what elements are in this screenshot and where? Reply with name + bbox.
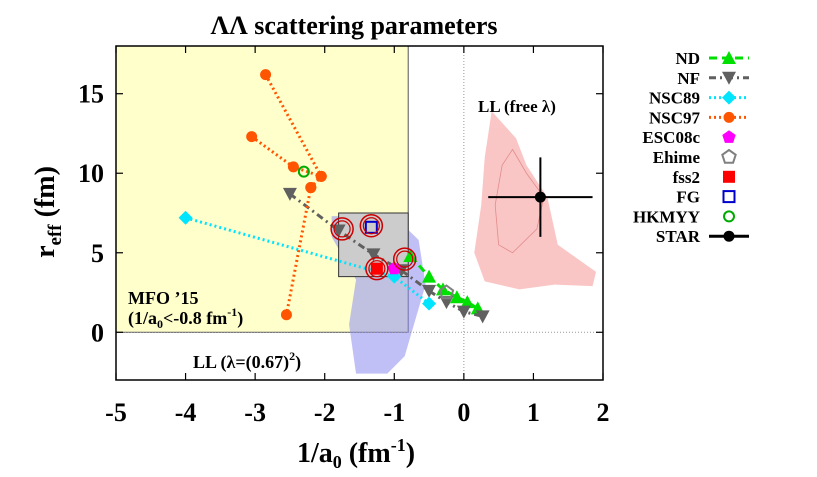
series-fg — [364, 220, 378, 234]
data-point-nf — [282, 187, 297, 201]
x-tick-label: 1 — [527, 398, 540, 427]
data-point-nf — [331, 224, 346, 238]
legend-marker-nf — [722, 71, 736, 85]
data-point-esc08c — [387, 261, 401, 275]
highlight-circle — [359, 213, 384, 238]
legend-item-esc08c: ESC08c — [642, 128, 736, 147]
legend-item-ehime: Ehime — [653, 148, 737, 167]
data-point-nf — [422, 284, 437, 298]
data-point-nsc97 — [246, 131, 258, 143]
y-tick-label: 0 — [91, 318, 104, 347]
data-point-star — [534, 191, 546, 203]
legend-marker-star — [723, 230, 735, 242]
highlight-circle-inner — [368, 260, 386, 278]
legend-item-fss2: fss2 — [673, 168, 735, 187]
highlight-circle — [365, 256, 389, 281]
data-point-nsc89 — [422, 296, 437, 311]
legend-marker-nsc89 — [722, 90, 736, 105]
series-ehime — [438, 284, 455, 300]
x-tick-label: -3 — [244, 398, 266, 427]
legend-label-hkmyy: HKMYY — [633, 207, 700, 226]
x-tick-label: -5 — [105, 398, 127, 427]
ll-free-contour — [494, 148, 545, 254]
x-tick-label: -1 — [383, 398, 405, 427]
data-point-fss2 — [370, 262, 383, 275]
legend-item-nf: NF — [677, 69, 749, 88]
legend-marker-nsc97 — [723, 111, 735, 123]
y-axis-label: reff (fm) — [30, 166, 66, 258]
data-point-nd — [460, 295, 475, 309]
legend-item-star: STAR — [656, 227, 749, 246]
x-tick-label: -2 — [314, 398, 336, 427]
data-point-nsc97 — [315, 170, 327, 182]
x-tick-label: -4 — [175, 398, 197, 427]
legend-item-nd: ND — [675, 49, 749, 68]
data-point-nsc89 — [178, 210, 193, 225]
data-point-nd — [449, 290, 464, 304]
plot-area: -5 -4 -3 -2 -1 0 1 2 0 5 10 15 1/a0 (fm-1) reff (fm) L… — [30, 45, 610, 472]
legend-item-hkmyy: HKMYY — [633, 207, 735, 226]
y-tick-label: 5 — [91, 239, 104, 268]
x-tick-label: 0 — [457, 398, 470, 427]
legend-item-nsc97: NSC97 — [649, 108, 749, 127]
data-point-nf — [366, 248, 381, 262]
series-line-nsc97 — [250, 135, 324, 189]
data-point-nsc97 — [287, 161, 299, 173]
legend-label-nd: ND — [675, 49, 700, 68]
data-point-ehime — [438, 284, 455, 300]
series-hkmyy — [297, 165, 310, 178]
legend-label-star: STAR — [656, 227, 701, 246]
series-star — [488, 157, 593, 237]
legend-marker-fg — [722, 190, 736, 204]
data-point-fg — [364, 220, 378, 234]
series-nsc97 — [246, 69, 327, 321]
data-point-nd — [422, 269, 437, 283]
x-tick-label: 2 — [597, 398, 610, 427]
legend-label-nf: NF — [677, 69, 700, 88]
chart-title: ΛΛ scattering parameters — [210, 11, 497, 40]
series-line-nsc97 — [264, 73, 324, 316]
plot-frame — [115, 45, 604, 381]
legend-label-nsc97: NSC97 — [649, 108, 701, 127]
ll-free-cloud — [474, 111, 597, 290]
annotation-ll-free: LL (free λ) — [478, 97, 556, 116]
data-point-nf — [456, 305, 471, 319]
annotation-mfo-condition: (1/a0<-0.8 fm-1) — [128, 305, 243, 331]
data-point-nsc97 — [280, 309, 292, 321]
series-fss2 — [370, 262, 383, 275]
highlight-circle-inner — [362, 217, 380, 235]
legend-marker-fss2 — [723, 170, 735, 183]
series-esc08c — [387, 261, 401, 275]
x-axis-label: 1/a0 (fm-1) — [297, 435, 415, 472]
highlight-circle-inner — [396, 250, 414, 268]
legend-label-esc08c: ESC08c — [642, 128, 700, 147]
data-point-nd — [403, 248, 418, 262]
data-point-nf — [475, 310, 490, 324]
y-tick-label: 10 — [78, 159, 104, 188]
data-point-nsc97 — [260, 69, 272, 81]
legend-marker-hkmyy — [723, 210, 735, 223]
series-line-nd — [409, 254, 479, 310]
annotation-ll-lambda: LL (λ=(0.67)2) — [193, 349, 301, 373]
legend-label-fss2: fss2 — [673, 168, 700, 187]
data-point-hkmyy — [297, 165, 310, 178]
legend-label-fg: FG — [676, 188, 700, 207]
legend-item-nsc89: NSC89 — [649, 89, 749, 108]
legend-label-nsc89: NSC89 — [649, 89, 700, 108]
data-point-nsc97 — [305, 182, 317, 194]
y-tick-label: 15 — [78, 80, 104, 109]
annotation-mfo-title: MFO ’15 — [128, 288, 198, 308]
data-point-nf — [439, 296, 454, 310]
highlight-circle — [330, 217, 354, 241]
legend-marker-ehime — [721, 148, 737, 164]
highlight-circle — [392, 247, 417, 271]
legend-label-ehime: Ehime — [653, 148, 701, 167]
highlight-circle-inner — [333, 220, 351, 238]
legend-marker-esc08c — [722, 130, 736, 143]
legend-marker-nd — [722, 51, 736, 64]
ll-free-cloud-area — [474, 111, 597, 290]
legend-item-fg: FG — [676, 188, 736, 207]
